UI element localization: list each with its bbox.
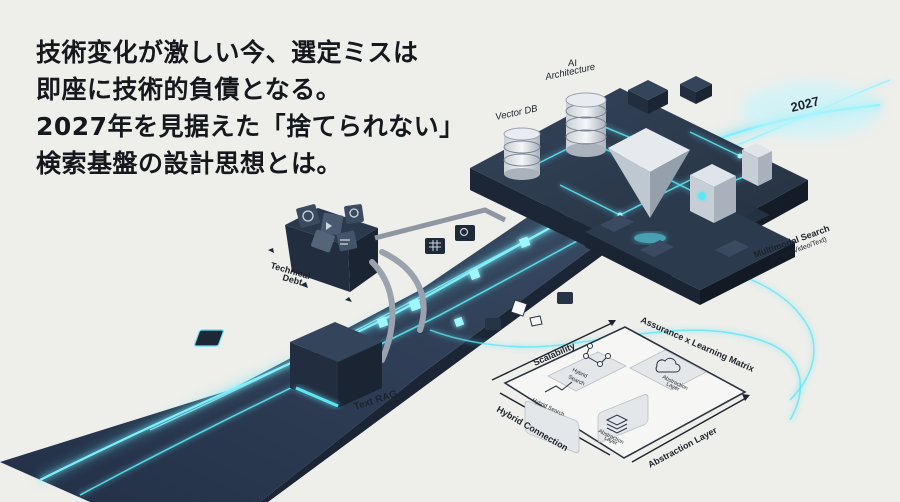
growth-chart-icon	[544, 381, 573, 393]
matrix-cell-top-right-line2: Layer	[665, 381, 680, 392]
ai-architecture-cylinders	[565, 92, 607, 157]
assurance-learning-matrix	[491, 320, 750, 463]
matrix-cell-top-right	[629, 349, 707, 391]
legacy-pipe	[369, 249, 427, 363]
device-unit	[742, 143, 772, 186]
text-rag-block	[194, 322, 382, 408]
headline-line-4: 検索基盤の設計思想とは。	[36, 149, 343, 178]
layers-icon	[605, 414, 629, 434]
year-label: 2027	[789, 93, 821, 115]
search-icon	[459, 227, 469, 237]
connector-box-grid	[425, 238, 445, 254]
vector-db-label: Vector DB	[494, 103, 539, 123]
matrix-cell-bottom-right-line2: Layer	[603, 435, 618, 446]
grid-icon	[429, 240, 441, 251]
debris-shards	[268, 248, 352, 302]
headline-line-3: 2027年を見据えた「捨てられない」	[36, 112, 465, 141]
vector-db-cylinders	[503, 127, 541, 180]
central-prism	[608, 128, 690, 243]
top-server-units	[628, 76, 712, 114]
technical-debt-bin	[285, 204, 378, 292]
network-nodes-icon	[583, 343, 611, 367]
multimodal-platform	[585, 185, 795, 305]
platform-tiles	[600, 215, 749, 257]
matrix-board	[503, 326, 747, 459]
connector-box-search	[455, 225, 475, 241]
matrix-cell-hybrid-search	[524, 400, 580, 454]
future-glow	[740, 82, 880, 138]
gpu-server	[690, 164, 736, 223]
headline: 技術変化が激しい今、選定ミスは 即座に技術的負債となる。 2027年を見据えた「…	[36, 34, 465, 182]
matrix-right-axis-arrow	[631, 397, 747, 463]
glow-stream-curl	[429, 329, 802, 421]
headline-line-2: 即座に技術的負債となる。	[36, 75, 342, 104]
cloud-icon	[655, 357, 681, 373]
matrix-y-axis-arrow	[491, 322, 613, 381]
floating-doc-tiles	[485, 292, 573, 330]
legacy-connector	[374, 207, 507, 241]
headline-line-1: 技術変化が激しい今、選定ミスは	[36, 38, 419, 67]
ai-architecture-label-line1: AI	[568, 58, 577, 69]
